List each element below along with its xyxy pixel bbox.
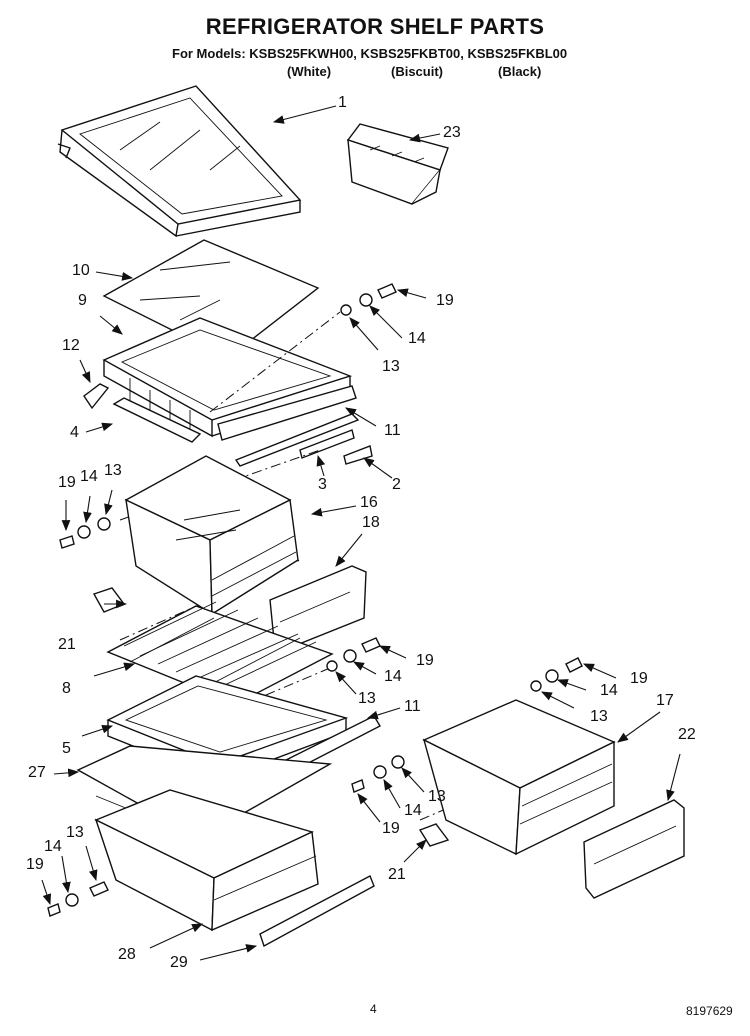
label-part-27: 27 (28, 764, 46, 781)
hardware-group-b (59, 517, 111, 549)
label-part-22: 22 (678, 726, 696, 743)
variant-biscuit: (Biscuit) (391, 64, 443, 79)
variant-black: (Black) (498, 64, 542, 79)
label-part-19a: 19 (436, 292, 454, 309)
hardware-group-e (530, 657, 583, 692)
part-11-trim (217, 385, 357, 441)
part-23-bin (346, 123, 449, 205)
label-part-19b: 19 (58, 474, 76, 491)
label-part-21a: 21 (58, 636, 76, 653)
label-part-13f: 13 (66, 824, 84, 841)
label-part-13e: 13 (428, 788, 446, 805)
label-part-13b: 13 (104, 462, 122, 479)
part-1-glass-shelf (57, 85, 302, 238)
label-part-10: 10 (72, 262, 90, 279)
page-number: 4 (370, 1002, 377, 1016)
models-line: For Models: KSBS25FKWH00, KSBS25FKBT00, … (172, 46, 568, 61)
part-21-slide-right (418, 823, 450, 847)
label-part-29: 29 (170, 954, 188, 971)
label-part-19f: 19 (26, 856, 44, 873)
label-part-9: 9 (78, 292, 87, 309)
part-21-slide (92, 587, 126, 613)
label-part-17: 17 (656, 692, 674, 709)
part-16-crisper-drawer (124, 455, 299, 616)
label-part-14c: 14 (384, 668, 402, 685)
part-28-bottom-drawer (94, 789, 319, 932)
part-9-cover-frame (102, 317, 353, 438)
part-8-grid-shelf (106, 601, 334, 705)
label-part-11b: 11 (404, 698, 421, 715)
label-part-14d: 14 (600, 682, 618, 699)
label-part-2: 2 (392, 476, 401, 493)
part-4-rail (112, 397, 202, 443)
label-part-8: 8 (62, 680, 71, 697)
label-part-13c: 13 (358, 690, 376, 707)
label-part-21b: 21 (388, 866, 406, 883)
label-part-14f: 14 (44, 838, 62, 855)
part-12-bracket (83, 383, 110, 410)
label-part-16: 16 (360, 494, 378, 511)
label-part-1: 1 (338, 94, 347, 111)
hardware-group-d (47, 881, 109, 917)
label-part-13d: 13 (590, 708, 608, 725)
variant-white: (White) (287, 64, 332, 79)
label-part-28: 28 (118, 946, 136, 963)
part-22-drawer-front (583, 799, 685, 899)
label-part-14a: 14 (408, 330, 426, 347)
label-part-23: 23 (443, 124, 461, 141)
hardware-group-f (351, 755, 405, 793)
page-title: REFRIGERATOR SHELF PARTS (205, 14, 545, 39)
hardware-group-c (326, 637, 381, 672)
label-part-19c: 19 (416, 652, 434, 669)
label-part-14e: 14 (404, 802, 422, 819)
label-part-12: 12 (62, 337, 80, 354)
hardware-group-a (340, 283, 397, 316)
part-2-clip (343, 445, 373, 465)
label-part-5: 5 (62, 740, 71, 757)
document-number: 8197629 (686, 1004, 733, 1018)
label-part-14b: 14 (80, 468, 98, 485)
label-part-11a: 11 (384, 422, 401, 439)
label-part-19e: 19 (382, 820, 400, 837)
label-part-4: 4 (70, 424, 79, 441)
label-part-18: 18 (362, 514, 380, 531)
label-part-3: 3 (318, 476, 327, 493)
part-29-handle (259, 875, 375, 948)
part-17-right-drawer (422, 699, 616, 856)
label-part-19d: 19 (630, 670, 648, 687)
part-3-clip (299, 429, 355, 459)
label-part-13a: 13 (382, 358, 400, 375)
